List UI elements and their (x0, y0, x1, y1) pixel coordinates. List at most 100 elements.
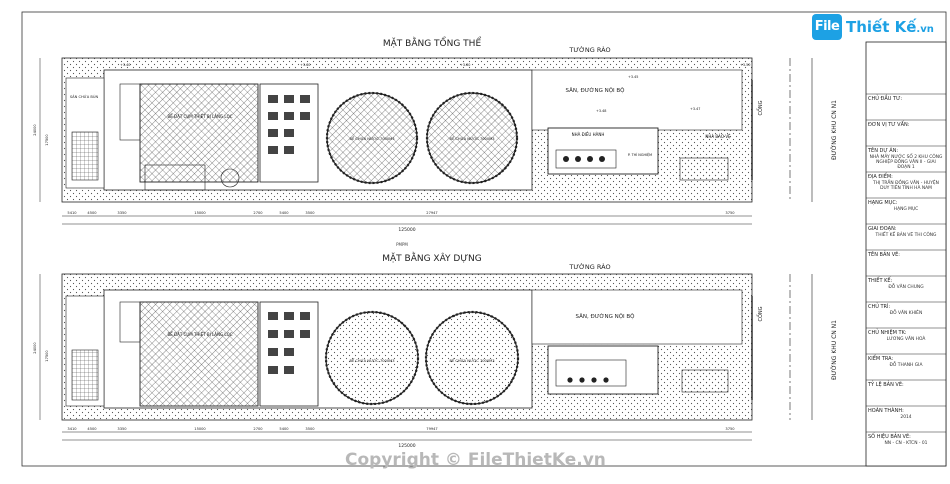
file-thietke-logo-icon: File (812, 14, 842, 40)
title-block-value: ĐỖ VĂN KHIÊN (890, 308, 922, 316)
top-total-dim: 125000 (398, 227, 415, 233)
bottom-yard-label: SÂN, ĐƯỜNG NỘI BỘ (575, 313, 635, 320)
bottom-tank-left-label: BỂ CHỨA NƯỚC 7000M3 (349, 358, 394, 363)
bottom-guardhouse (681, 369, 729, 393)
bottom-office (547, 345, 659, 395)
svg-text:3500: 3500 (305, 427, 315, 431)
bottom-pump-station (71, 349, 99, 401)
title-block-label: TỶ LỆ BẢN VẼ: (867, 380, 904, 388)
title-block-label: TÊN BẢN VẼ: (867, 250, 900, 258)
title-block-label: CHỦ TRÌ: (868, 302, 891, 310)
svg-text:17500: 17500 (45, 350, 49, 362)
svg-text:3350: 3350 (117, 427, 127, 431)
svg-text:3750: 3750 (725, 427, 735, 431)
top-office (547, 127, 659, 175)
svg-text:5410: 5410 (67, 211, 77, 215)
svg-text:3750: 3750 (725, 211, 735, 215)
svg-text:3350: 3350 (117, 211, 127, 215)
title-block-value: LƯƠNG VĂN HOÀ (887, 335, 926, 342)
bottom-filter-block (139, 301, 259, 407)
top-plan: MẶT BẰNG TỔNG THỂ TƯỜNG RÀO SÂN CHỨA BÙN… (33, 36, 838, 233)
svg-text:3500: 3500 (305, 211, 315, 215)
top-equipment-units (268, 95, 310, 154)
top-fence-label: TƯỜNG RÀO (568, 45, 610, 54)
bottom-plan: MẶT BẰNG XÂY DỰNG TƯỜNG RÀO BỂ ĐẶT CỤM T… (33, 251, 838, 449)
title-block-value: DUY TIÊN TỈNH HÀ NAM (880, 183, 932, 191)
svg-text:+3.80: +3.80 (460, 63, 470, 67)
bottom-filter-label: BỂ ĐẶT CỤM THIẾT BỊ LẮNG LỌC (167, 331, 232, 337)
svg-text:4500: 4500 (87, 427, 97, 431)
top-dim-texts: 5410 4500 3350 15000 2700 5400 3500 2794… (67, 211, 735, 215)
svg-text:15000: 15000 (194, 211, 206, 215)
top-pump-station (71, 131, 99, 181)
top-guardhouse (679, 157, 729, 181)
title-block-value: THIẾT KẾ BẢN VẼ THI CÔNG (875, 230, 938, 238)
top-gate-label: CỔNG (756, 100, 764, 115)
bottom-road-label: ĐƯỜNG KHU CN N1 (831, 320, 838, 380)
logo-domain: .vn (916, 24, 934, 35)
title-block-label: CHỦ ĐẦU TƯ: (868, 94, 902, 102)
title-block-label: ĐỊA ĐIỂM: (868, 172, 893, 180)
svg-text:15000: 15000 (194, 427, 206, 431)
title-block-value: THỊ TRẤN ĐỒNG VĂN - HUYỆN (872, 177, 939, 186)
title-block-value: ĐỖ THANH GIA (890, 360, 923, 368)
bottom-total-dim: 125000 (398, 443, 415, 449)
top-tank-right-label: BỂ CHỨA NƯỚC 7000M3 (449, 136, 494, 141)
title-block-label: CHỦ NHIỆM TK: (868, 328, 907, 336)
svg-text:2700: 2700 (253, 211, 263, 215)
title-block-label: GIAI ĐOẠN: (868, 226, 897, 232)
svg-text:+3.45: +3.45 (628, 75, 638, 79)
svg-text:27947: 27947 (426, 211, 437, 215)
svg-text:5400: 5400 (279, 211, 289, 215)
svg-text:24000: 24000 (33, 342, 37, 354)
top-lab-label: P. THÍ NGHIỆM (628, 152, 652, 157)
top-road-label: ĐƯỜNG KHU CN N1 (831, 100, 838, 160)
top-filter-block (139, 83, 259, 183)
title-block-label: KIỂM TRA: (868, 354, 893, 362)
svg-text:+3.50: +3.50 (740, 63, 750, 67)
svg-text:4500: 4500 (87, 211, 97, 215)
bottom-fence-label: TƯỜNG RÀO (568, 262, 610, 271)
title-block-rows: CHỦ ĐẦU TƯ: ĐƠN VỊ TƯ VẤN: TÊN DỰ ÁN:NHÀ M… (866, 93, 946, 446)
svg-text:24000: 24000 (33, 124, 37, 136)
title-block-label: HOÀN THÀNH: (868, 407, 904, 414)
title-block-value: HẠNG MỤC (894, 206, 918, 212)
title-block-value: NN - CN - KTCN - 01 (885, 440, 928, 446)
title-block-label: SỐ HIỆU BẢN VẼ: (868, 432, 911, 440)
file-thietke-logo: File Thiết Kế.vn (812, 12, 950, 42)
top-elevations: +3.40 +3.60 +3.80 +3.45 +3.50 +3.47 +3.4… (120, 63, 750, 113)
svg-text:79947: 79947 (426, 427, 437, 431)
mid-label: PMPM (396, 242, 408, 247)
title-block-value: NGHIỆP ĐỒNG VĂN II - GIAI (876, 156, 936, 165)
bottom-plan-title: MẶT BẰNG XÂY DỰNG (382, 251, 482, 264)
title-block-value: NHÀ MÁY NƯỚC SỐ 2 KHU CÔNG (870, 152, 943, 160)
svg-text:17500: 17500 (45, 134, 49, 146)
svg-text:+3.40: +3.40 (120, 63, 130, 67)
top-filter-label: BỂ ĐẶT CỤM THIẾT BỊ LẮNG LỌC (167, 113, 232, 119)
title-block-value: ĐỖ VĂN CHUNG (888, 282, 924, 290)
title-block-value: 2014 (900, 414, 911, 420)
svg-text:3410: 3410 (67, 427, 77, 431)
bottom-tank-right-label: BỂ CHỨA NƯỚC 7000M3 (449, 358, 494, 363)
title-block: CHỦ ĐẦU TƯ: ĐƠN VỊ TƯ VẤN: TÊN DỰ ÁN:NHÀ M… (865, 41, 947, 467)
svg-text:5400: 5400 (279, 427, 289, 431)
top-plan-title: MẶT BẰNG TỔNG THỂ (383, 36, 482, 49)
top-guard-label: NHÀ BẢO VỆ (705, 134, 731, 139)
bottom-gate-label: CỔNG (756, 306, 764, 321)
top-office-label: NHÀ ĐIỀU HÀNH (572, 132, 605, 137)
title-block-label: HẠNG MỤC: (868, 200, 898, 206)
svg-text:2700: 2700 (253, 427, 263, 431)
top-yard-label: SÂN, ĐƯỜNG NỘI BỘ (565, 87, 625, 94)
svg-text:+3.47: +3.47 (690, 107, 700, 111)
copyright-watermark: Copyright © FileThietKe.vn (345, 450, 606, 470)
svg-text:+3.48: +3.48 (596, 109, 606, 113)
title-block-value: ĐOẠN 1 (897, 164, 915, 170)
top-tank-left-label: BỂ CHỨA NƯỚC 7000M3 (349, 136, 394, 141)
title-block-label: TÊN DỰ ÁN: (867, 146, 898, 154)
title-block-label: THIẾT KẾ: (867, 276, 893, 284)
top-sludge-label: SÂN CHỨA BÙN (70, 94, 99, 99)
logo-name: Thiết Kế (846, 18, 917, 36)
title-block-label: ĐƠN VỊ TƯ VẤN: (868, 120, 910, 128)
svg-text:+3.60: +3.60 (300, 63, 310, 67)
